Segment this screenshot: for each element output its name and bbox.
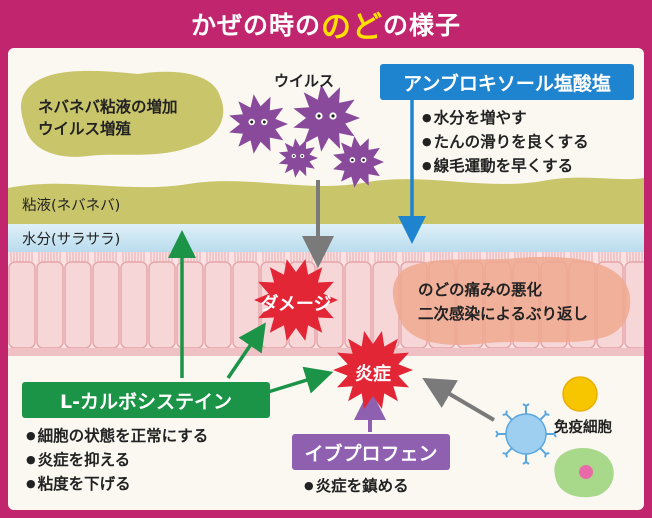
epithelial-cell xyxy=(8,261,36,349)
damage-label: ダメージ xyxy=(260,294,332,315)
immune-cell-yellow-icon xyxy=(562,376,598,412)
virus-label: ウイルス xyxy=(274,72,335,90)
ibuprofen-effects: 炎症を鎮める xyxy=(304,474,409,498)
mucus-layer xyxy=(8,177,644,226)
worsening-blob xyxy=(392,256,631,345)
receptor-branch xyxy=(545,413,550,416)
mucus-blob xyxy=(21,70,224,157)
diagram-panel: ウイルス ネバネバ粘液の増加 ウイルス増殖 粘液(ネバネバ) 水分(サラサラ) … xyxy=(8,48,644,510)
mucus-note-line-2: ウイルス増殖 xyxy=(38,120,132,138)
inflammation-burst xyxy=(333,331,413,409)
receptor-branch xyxy=(553,433,557,438)
carbocisteine-effects: 細胞の状態を正常にする 炎症を抑える 粘度を下げる xyxy=(26,424,209,496)
receptor-branch xyxy=(522,403,527,407)
epithelial-cell xyxy=(36,261,64,349)
virus-icon xyxy=(278,138,318,178)
receptor xyxy=(539,447,547,455)
throat-scene xyxy=(8,70,644,498)
mucus-note-line-1: ネバネバ粘液の増加 xyxy=(38,98,178,116)
receptor-branch xyxy=(522,461,527,465)
cilia xyxy=(10,252,643,262)
page-title: かぜの時ののどの様子 xyxy=(0,0,652,48)
receptor-branch xyxy=(545,452,550,455)
epithelial-cell xyxy=(120,261,148,349)
receptor-branch xyxy=(544,453,547,458)
receptor xyxy=(505,413,513,421)
virus-icon xyxy=(333,136,384,188)
carbocisteine-to-inflammation-arrow xyxy=(267,366,334,394)
epithelial-cell xyxy=(64,261,92,349)
basement-layer xyxy=(8,348,644,356)
mucus-layer-label: 粘液(ネバネバ) xyxy=(22,198,121,214)
virus-icon xyxy=(229,94,288,154)
epithelial-cell xyxy=(204,261,232,349)
ambroxol-effect: たんの滑りを良くする xyxy=(422,130,589,154)
immune-cell-green-icon xyxy=(554,447,614,498)
receptor-branch xyxy=(502,413,507,416)
receptor xyxy=(505,447,513,455)
ibuprofen-label: イブプロフェン xyxy=(292,434,450,470)
epithelial-cell xyxy=(344,261,372,349)
carbocisteine-effect: 粘度を下げる xyxy=(26,472,208,496)
receptor-branch xyxy=(525,403,530,407)
receptor-branch xyxy=(495,433,499,438)
receptor-branch xyxy=(502,452,507,455)
immune-cell-label: 免疫細胞 xyxy=(554,420,612,436)
ambroxol-effect: 線毛運動を早くする xyxy=(422,154,589,178)
ambroxol-effect: 水分を増やす xyxy=(422,106,589,130)
damage-burst xyxy=(254,259,338,341)
carbocisteine-effect: 炎症を抑える xyxy=(26,448,208,472)
ibuprofen-effect: 炎症を鎮める xyxy=(304,474,409,498)
receptor-branch xyxy=(525,461,530,465)
title-suffix: の様子 xyxy=(383,11,462,40)
epithelial-cell xyxy=(148,261,176,349)
carbocisteine-effect: 細胞の状態を正常にする xyxy=(26,424,209,448)
title-highlight: のど xyxy=(321,10,383,45)
mucus-note: ネバネバ粘液の増加 ウイルス増殖 xyxy=(38,96,178,140)
viruses xyxy=(229,84,384,188)
ambroxol-label: アンブロキソール塩酸塩 xyxy=(380,64,634,100)
title-prefix: かぜの時の xyxy=(190,11,321,40)
ambroxol-effects: 水分を増やす たんの滑りを良くする 線毛運動を早くする xyxy=(422,106,589,178)
receptor-branch xyxy=(544,410,547,415)
epithelial-cell xyxy=(92,261,120,349)
virus-icon xyxy=(293,84,360,152)
water-layer-label: 水分(サラサラ) xyxy=(22,232,121,248)
worsening-note-line-1: のどの痛みの悪化 xyxy=(418,281,543,299)
receptor-branch xyxy=(505,410,508,415)
receptor-branch xyxy=(495,430,499,435)
immune-arrow xyxy=(422,377,496,422)
worsening-note: のどの痛みの悪化 二次感染によるぶり返し xyxy=(418,278,588,326)
receptor-branch xyxy=(505,453,508,458)
receptor-branch xyxy=(553,430,557,435)
carbocisteine-label: L-カルボシステイン xyxy=(22,382,270,418)
immune-cell-blue-icon xyxy=(495,403,557,465)
carbocisteine-to-damage-arrow xyxy=(226,322,266,379)
receptor xyxy=(539,413,547,421)
inflammation-label: 炎症 xyxy=(355,364,391,385)
worsening-note-line-2: 二次感染によるぶり返し xyxy=(418,305,589,323)
